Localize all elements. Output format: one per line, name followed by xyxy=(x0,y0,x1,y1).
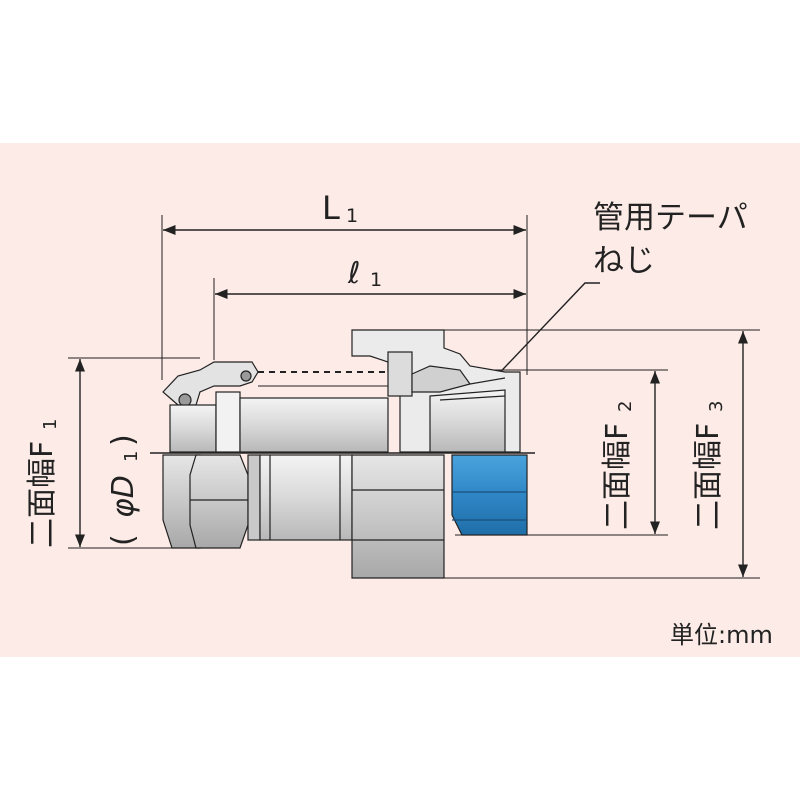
label-F1-sub: 1 xyxy=(40,419,61,430)
label-D1-open: ( xyxy=(106,534,141,546)
dimension-lines xyxy=(74,224,749,577)
label-D1: φD xyxy=(106,475,141,518)
label-l1: ℓ xyxy=(347,256,360,291)
label-l1-sub: 1 xyxy=(370,269,382,291)
label-thread-line2: ねじ xyxy=(593,243,655,279)
label-D1-sub: 1 xyxy=(121,451,142,462)
label-F1: 二面幅F xyxy=(25,441,60,548)
thread-leader xyxy=(487,282,600,386)
exterior-lower-half xyxy=(162,454,528,579)
label-D1-close: ) xyxy=(106,434,141,446)
label-L1-sub: 1 xyxy=(346,205,358,227)
label-F3-sub: 3 xyxy=(706,401,727,412)
label-L1: L xyxy=(322,189,340,227)
label-F3: 二面幅F xyxy=(691,423,726,530)
section-upper-half xyxy=(162,329,521,453)
label-unit: 単位:mm xyxy=(670,621,773,649)
label-F2: 二面幅F xyxy=(600,423,635,530)
label-F2-sub: 2 xyxy=(615,401,636,412)
label-thread-line1: 管用テーパ xyxy=(593,200,748,236)
